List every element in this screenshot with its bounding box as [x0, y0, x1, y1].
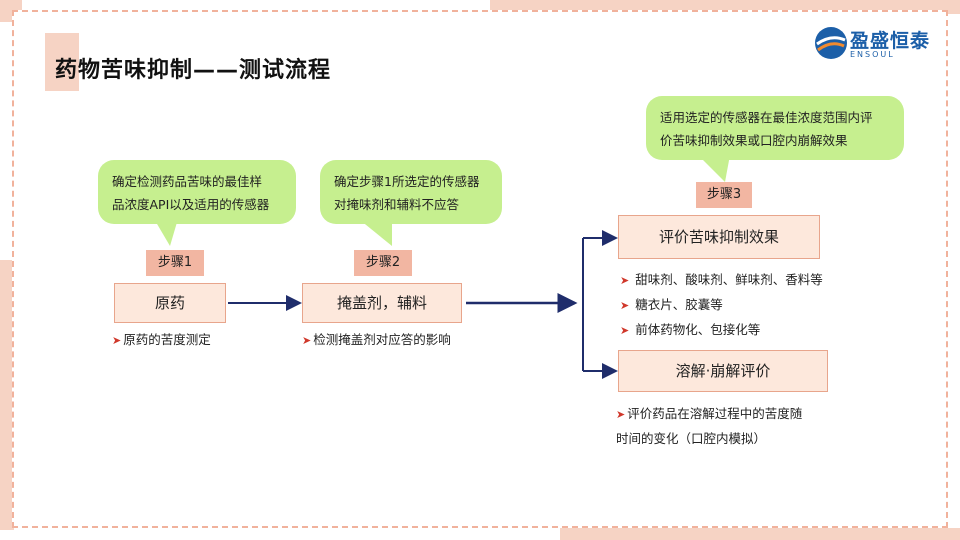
node-bitterness-evaluation: 评价苦味抑制效果	[618, 215, 820, 259]
logo-name: 盈盛恒泰	[850, 30, 931, 52]
speech-bubble-step3: 适用选定的传感器在最佳浓度范围内评 价苦味抑制效果或口腔内崩解效果	[646, 96, 904, 160]
note-text: 评价药品在溶解过程中的苦度随	[627, 406, 803, 421]
note-text: 原药的苦度测定	[123, 332, 211, 347]
node-raw-drug: 原药	[114, 283, 226, 323]
note-text: 检测掩盖剂对应答的影响	[313, 332, 451, 347]
note-line: 时间的变化（口腔内模拟）	[616, 431, 767, 446]
left-band-decoration	[0, 260, 14, 530]
title-accent-block	[45, 33, 79, 91]
node-masking-agent: 掩盖剂，辅料	[302, 283, 462, 323]
note-raw-drug: ➤原药的苦度测定	[112, 328, 211, 353]
note-dissolution: ➤评价药品在溶解过程中的苦度随 时间的变化（口腔内模拟）	[616, 402, 802, 451]
bullet-arrow-icon: ➤	[112, 334, 122, 347]
speech-bubble-step2: 确定步骤1所选定的传感器 对掩味剂和辅料不应答	[320, 160, 502, 224]
note-bitterness-list: ➤ 甜味剂、酸味剂、鲜味剂、香料等 ➤ 糖衣片、胶囊等 ➤ 前体药物化、包接化等	[620, 268, 823, 343]
list-item-text: 甜味剂、酸味剂、鲜味剂、香料等	[635, 272, 823, 287]
list-item: ➤ 甜味剂、酸味剂、鲜味剂、香料等	[620, 268, 823, 293]
step-label-2: 步骤2	[354, 250, 412, 276]
slide-title: 药物苦味抑制——测试流程	[55, 58, 332, 83]
logo-subtitle: ENSOUL	[850, 50, 895, 59]
step-label-3: 步骤3	[696, 182, 752, 208]
note-line: ➤评价药品在溶解过程中的苦度随	[616, 402, 802, 427]
list-item: ➤ 糖衣片、胶囊等	[620, 293, 823, 318]
bubble-line: 确定步骤1所选定的传感器	[334, 174, 480, 189]
bubble-tail-3	[698, 155, 730, 182]
bullet-arrow-icon: ➤	[620, 274, 630, 287]
note-masking-agent: ➤检测掩盖剂对应答的影响	[302, 328, 451, 353]
bullet-arrow-icon: ➤	[620, 299, 630, 312]
bullet-arrow-icon: ➤	[302, 334, 312, 347]
node-dissolution-evaluation: 溶解·崩解评价	[618, 350, 828, 392]
bullet-arrow-icon: ➤	[616, 408, 626, 421]
list-item: ➤ 前体药物化、包接化等	[620, 318, 823, 343]
list-item-text: 前体药物化、包接化等	[635, 322, 761, 337]
bubble-line: 价苦味抑制效果或口腔内崩解效果	[660, 133, 848, 148]
bottom-band-decoration	[560, 528, 960, 540]
step-label-1: 步骤1	[146, 250, 204, 276]
logo-icon	[815, 27, 847, 59]
speech-bubble-step1: 确定检测药品苦味的最佳样 品浓度API以及适用的传感器	[98, 160, 296, 224]
bubble-tail-2	[360, 220, 392, 246]
list-item-text: 糖衣片、胶囊等	[635, 297, 723, 312]
bubble-line: 对掩味剂和辅料不应答	[334, 197, 460, 212]
bubble-line: 品浓度API以及适用的传感器	[112, 197, 270, 212]
bullet-arrow-icon: ➤	[620, 324, 630, 337]
bubble-line: 确定检测药品苦味的最佳样	[112, 174, 263, 189]
bubble-line: 适用选定的传感器在最佳浓度范围内评	[660, 110, 873, 125]
